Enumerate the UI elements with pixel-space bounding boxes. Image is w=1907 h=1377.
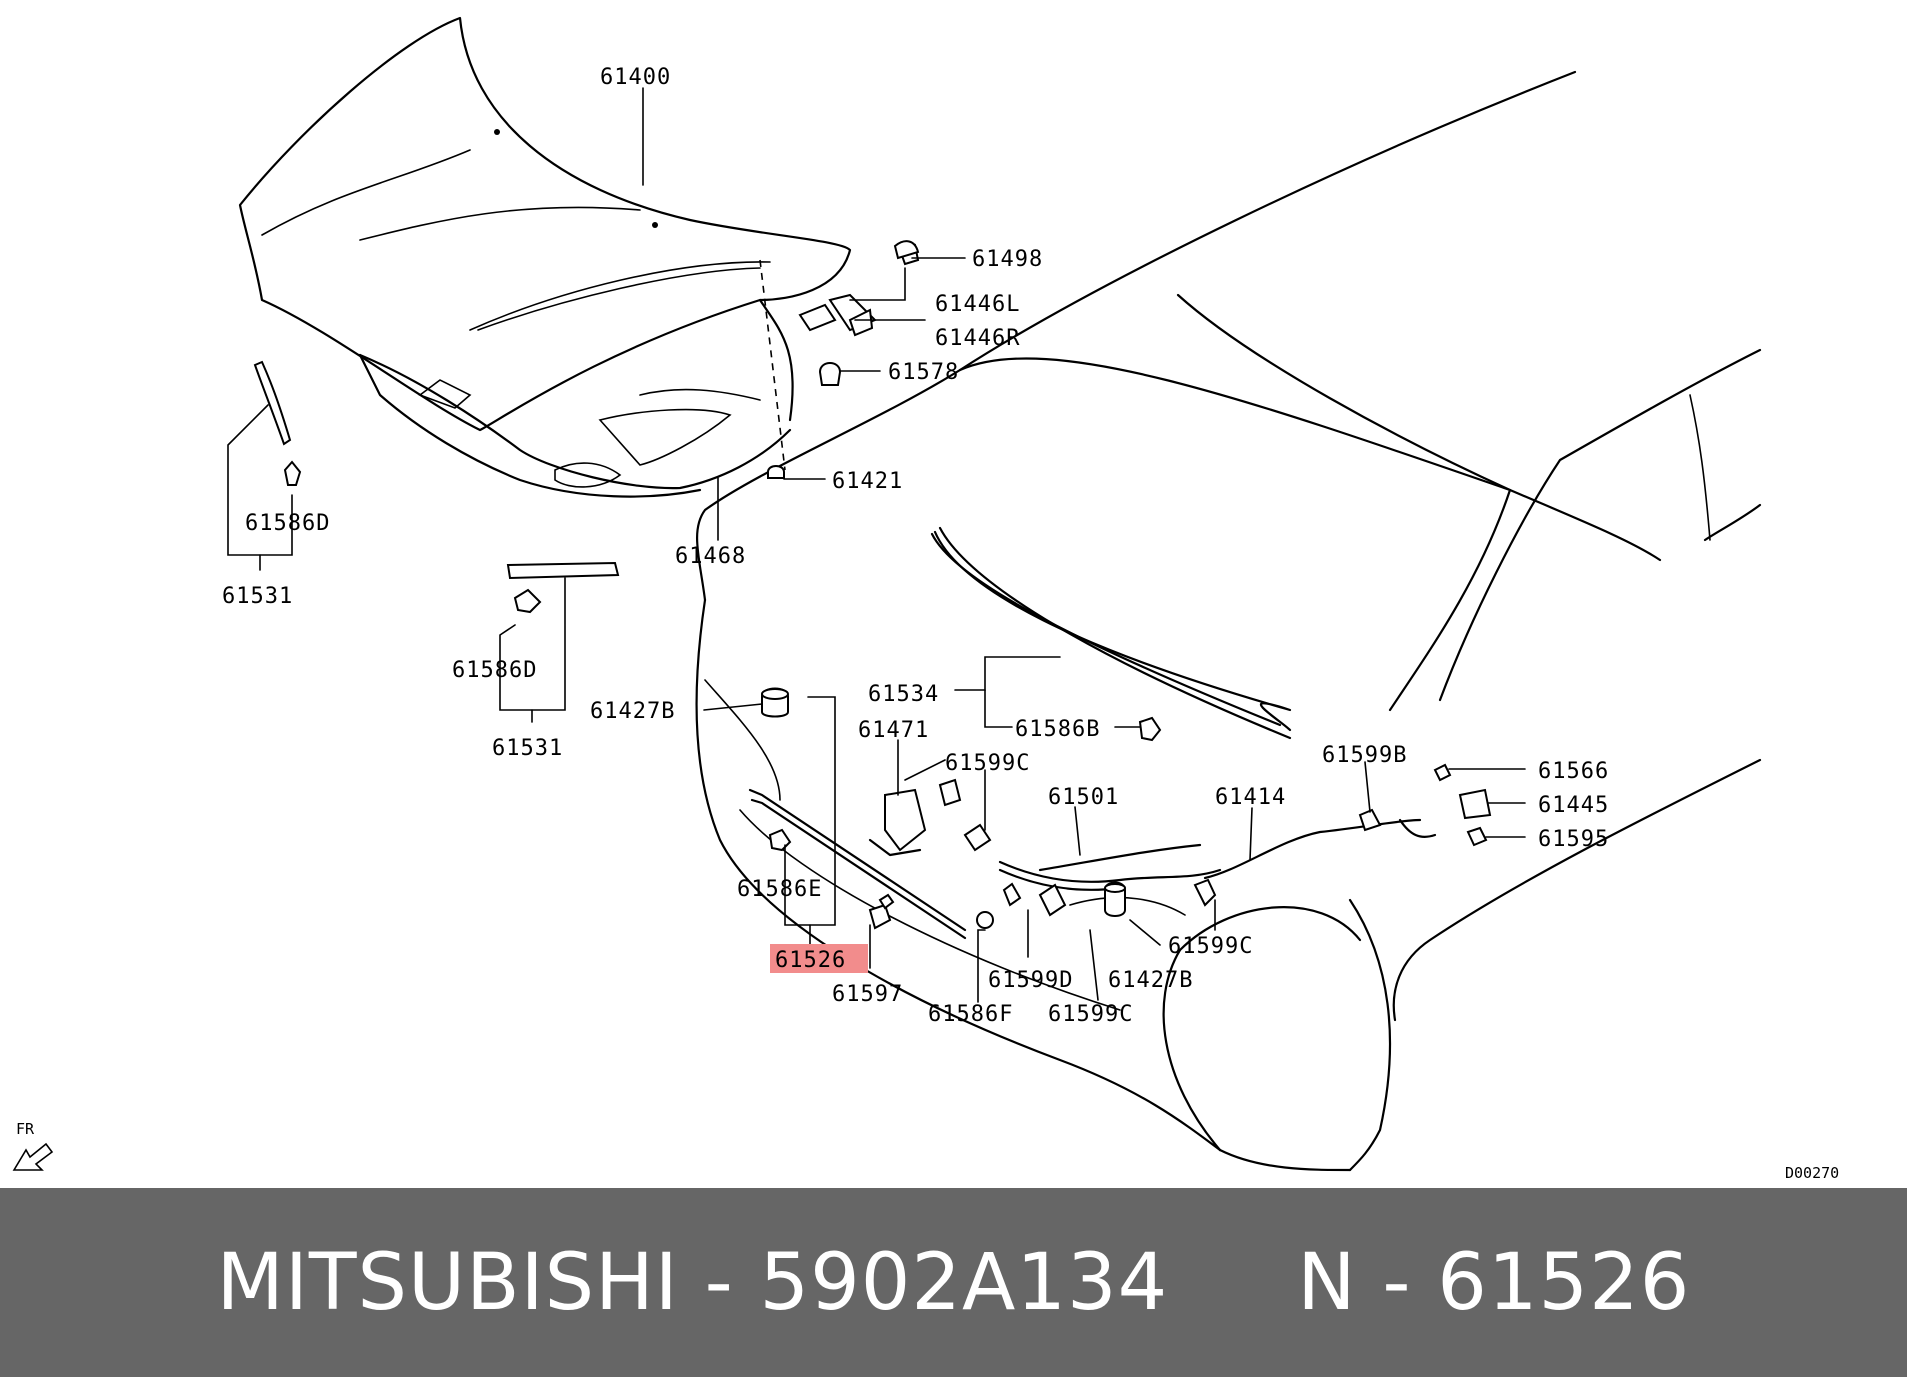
label-61599C-right: 61599C: [1168, 934, 1253, 959]
label-61400: 61400: [600, 65, 671, 90]
label-61599D: 61599D: [988, 968, 1073, 993]
front-arrow-icon: [12, 1142, 54, 1171]
hood-hinge-group: [767, 240, 920, 479]
label-61586F: 61586F: [928, 1002, 1013, 1027]
side-strip-61531: [253, 360, 302, 486]
label-61586B: 61586B: [1015, 717, 1100, 742]
label-61534: 61534: [868, 682, 939, 707]
label-61599C-top: 61599C: [945, 751, 1030, 776]
label-61446L: 61446L: [935, 292, 1020, 317]
label-61566: 61566: [1538, 759, 1609, 784]
label-61531-top: 61531: [222, 584, 293, 609]
label-61597: 61597: [832, 982, 903, 1007]
bumper-stop-61427B: [761, 687, 789, 718]
label-61501: 61501: [1048, 785, 1119, 810]
label-61421: 61421: [832, 469, 903, 494]
label-61599B: 61599B: [1322, 743, 1407, 768]
label-61526: 61526: [775, 948, 846, 973]
leader-lines: [227, 87, 1526, 1003]
label-61427B-right: 61427B: [1108, 968, 1193, 993]
front-strip-61531: [506, 561, 620, 614]
label-61531-mid: 61531: [492, 736, 563, 761]
label-61498: 61498: [972, 247, 1043, 272]
label-61414: 61414: [1215, 785, 1286, 810]
car-body-outline: [695, 70, 1762, 1172]
weatherstrip-61534: [930, 526, 1292, 740]
label-61586D-mid: 61586D: [452, 658, 537, 683]
label-61445: 61445: [1538, 793, 1609, 818]
label-61471: 61471: [858, 718, 929, 743]
part-number-footer: MITSUBISHI - 5902A134 N - 61526: [0, 1188, 1907, 1377]
part-labels: 61400 61498 61446L 61446R 61578 61421 61…: [222, 65, 1609, 1027]
clip-61586B: [1138, 716, 1162, 742]
label-61586E: 61586E: [737, 877, 822, 902]
hood-61400: [238, 16, 852, 498]
parts-diagram: 61400 61498 61446L 61446R 61578 61421 61…: [12, 16, 1839, 1182]
diagram-code: D00270: [1785, 1164, 1839, 1182]
front-direction-indicator: FR: [12, 1120, 54, 1171]
label-61599C-bottom: 61599C: [1048, 1002, 1133, 1027]
label-61446R: 61446R: [935, 326, 1020, 351]
label-61595: 61595: [1538, 827, 1609, 852]
label-61586D-top: 61586D: [245, 511, 330, 536]
highlight-61526: [770, 944, 868, 973]
label-61427B-left: 61427B: [590, 699, 675, 724]
hood-lock-assembly: [748, 759, 1492, 940]
label-61578: 61578: [888, 360, 959, 385]
fr-label: FR: [16, 1120, 35, 1138]
label-61468: 61468: [675, 544, 746, 569]
part-number-text: MITSUBISHI - 5902A134 N - 61526: [216, 1237, 1691, 1328]
